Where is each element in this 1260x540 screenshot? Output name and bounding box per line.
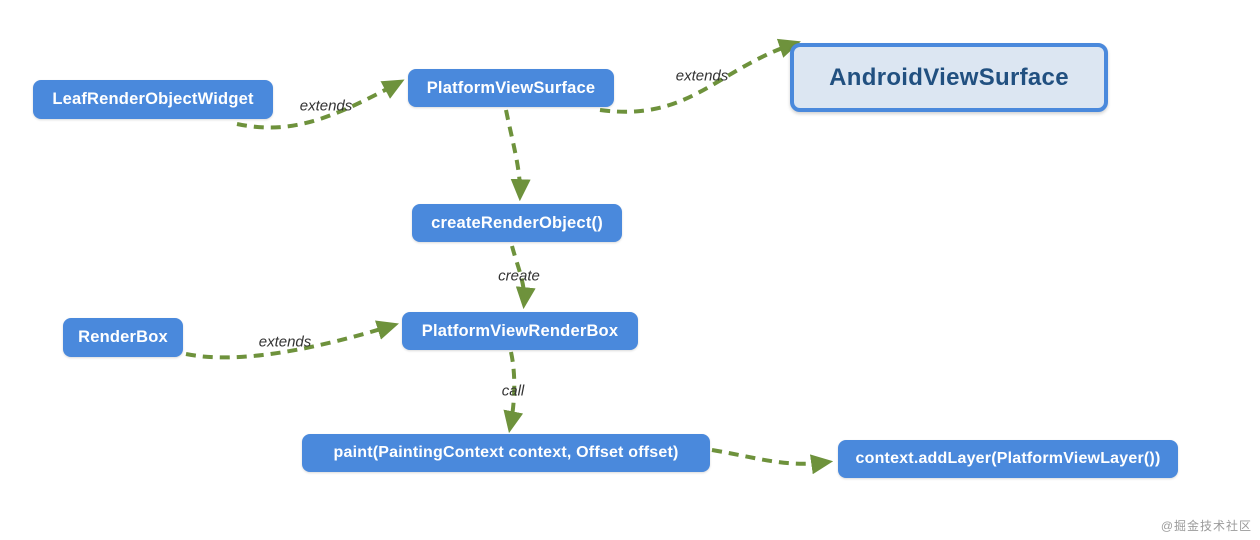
edge-label-extends-pvs: extends bbox=[675, 67, 729, 85]
node-create-render-object: createRenderObject() bbox=[412, 204, 622, 242]
node-platform-view-render-box: PlatformViewRenderBox bbox=[402, 312, 638, 350]
edge-label-create: create bbox=[498, 267, 540, 285]
juejin-watermark: @掘金技术社区 bbox=[1160, 519, 1252, 533]
edge-label-extends-renderbox: extends bbox=[258, 333, 312, 351]
node-render-box: RenderBox bbox=[63, 318, 183, 357]
edge-paint-to-addlayer bbox=[711, 448, 834, 475]
edge-label-extends-leaf: extends bbox=[299, 97, 353, 115]
node-paint-method: paint(PaintingContext context, Offset of… bbox=[302, 434, 710, 472]
edge-pvs-to-cro bbox=[504, 109, 531, 202]
edge-label-call: call bbox=[501, 382, 525, 400]
node-leaf-render-object-widget: LeafRenderObjectWidget bbox=[33, 80, 273, 119]
node-context-add-layer: context.addLayer(PlatformViewLayer()) bbox=[838, 440, 1178, 478]
node-android-view-surface: AndroidViewSurface bbox=[790, 43, 1108, 112]
node-platform-view-surface: PlatformViewSurface bbox=[408, 69, 614, 107]
